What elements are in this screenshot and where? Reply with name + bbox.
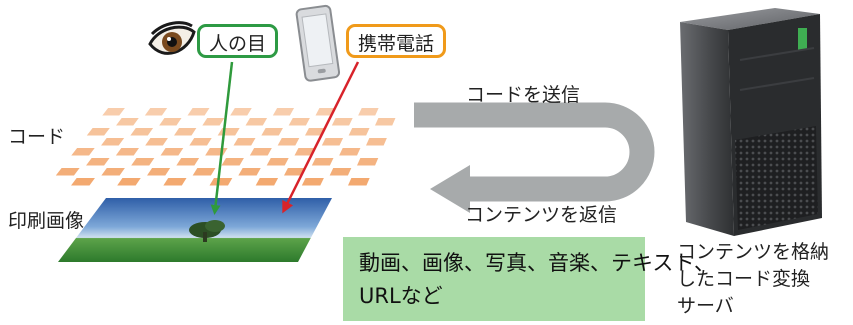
server-caption: コンテンツを格納 したコード変換 サーバ bbox=[677, 239, 829, 320]
code-cell bbox=[144, 108, 168, 116]
code-cell bbox=[288, 118, 310, 126]
code-cell bbox=[283, 168, 307, 176]
code-cell bbox=[331, 118, 353, 126]
code-cell bbox=[189, 138, 212, 146]
content-types-line-1: 動画、画像、写真、音楽、テキスト、 bbox=[359, 251, 715, 275]
phone-arrow bbox=[282, 61, 360, 214]
printed-image bbox=[58, 198, 332, 262]
code-cell bbox=[221, 158, 244, 166]
code-cell bbox=[329, 168, 352, 176]
code-cell bbox=[117, 178, 141, 186]
code-cell bbox=[176, 158, 200, 166]
code-cell bbox=[101, 138, 125, 146]
code-cell bbox=[255, 178, 279, 186]
code-cell bbox=[187, 108, 210, 116]
code-cell bbox=[102, 108, 125, 116]
code-cell bbox=[238, 168, 261, 176]
code-cell bbox=[358, 108, 379, 116]
code-cell bbox=[321, 138, 344, 146]
mobile-phone-tag: 携帯電話 bbox=[346, 24, 447, 58]
return-content-label: コンテンツを返信 bbox=[465, 204, 618, 226]
eye-arrow bbox=[210, 61, 234, 215]
code-cell bbox=[145, 138, 168, 146]
code-cell bbox=[245, 118, 268, 126]
code-cell bbox=[205, 148, 228, 156]
code-cell bbox=[365, 138, 387, 146]
code-cell bbox=[311, 158, 334, 166]
code-cell bbox=[71, 178, 95, 186]
code-cell bbox=[160, 148, 184, 156]
code-cell bbox=[55, 168, 80, 176]
code-pattern bbox=[55, 108, 396, 186]
code-cell bbox=[131, 158, 155, 166]
code-cell bbox=[101, 168, 125, 176]
code-cell bbox=[130, 128, 154, 136]
content-types-box: 動画、画像、写真、音楽、テキスト、 URLなど bbox=[343, 237, 715, 321]
code-cell bbox=[356, 158, 379, 166]
eye-icon bbox=[148, 21, 196, 55]
code-cell bbox=[272, 108, 295, 116]
server-icon bbox=[680, 8, 822, 236]
code-cell bbox=[202, 118, 225, 126]
mobile-phone-icon bbox=[295, 4, 341, 82]
code-cell bbox=[86, 158, 110, 166]
content-types-line-2: URLなど bbox=[359, 284, 443, 308]
code-cell bbox=[348, 128, 370, 136]
code-cell bbox=[115, 148, 139, 156]
code-cell bbox=[261, 128, 283, 136]
code-cell bbox=[86, 128, 110, 136]
code-label: コード bbox=[8, 126, 66, 148]
code-cell bbox=[192, 168, 216, 176]
code-cell bbox=[163, 178, 187, 186]
code-cell bbox=[339, 148, 361, 156]
server-caption-line-3: サーバ bbox=[677, 295, 734, 317]
code-cell bbox=[71, 148, 95, 156]
human-eye-tag: 人の目 bbox=[197, 24, 279, 58]
code-cell bbox=[249, 148, 272, 156]
server-caption-line-1: コンテンツを格納 bbox=[677, 241, 830, 263]
code-cell bbox=[347, 178, 370, 186]
code-cell bbox=[266, 158, 289, 166]
code-cell bbox=[174, 128, 197, 136]
code-cell bbox=[230, 108, 252, 116]
code-cell bbox=[374, 118, 396, 126]
printed-image-label: 印刷画像 bbox=[8, 210, 85, 232]
send-code-label: コードを送信 bbox=[466, 84, 581, 106]
code-cell bbox=[147, 168, 171, 176]
code-cell bbox=[301, 178, 324, 186]
code-cell bbox=[209, 178, 233, 186]
code-cell bbox=[116, 118, 139, 126]
code-cell bbox=[159, 118, 182, 126]
code-cell bbox=[217, 128, 240, 136]
flow-arrow bbox=[414, 102, 655, 213]
code-cell bbox=[277, 138, 300, 146]
server-caption-line-2: したコード変換 bbox=[677, 268, 811, 290]
code-cell bbox=[233, 138, 256, 146]
code-cell bbox=[294, 148, 317, 156]
